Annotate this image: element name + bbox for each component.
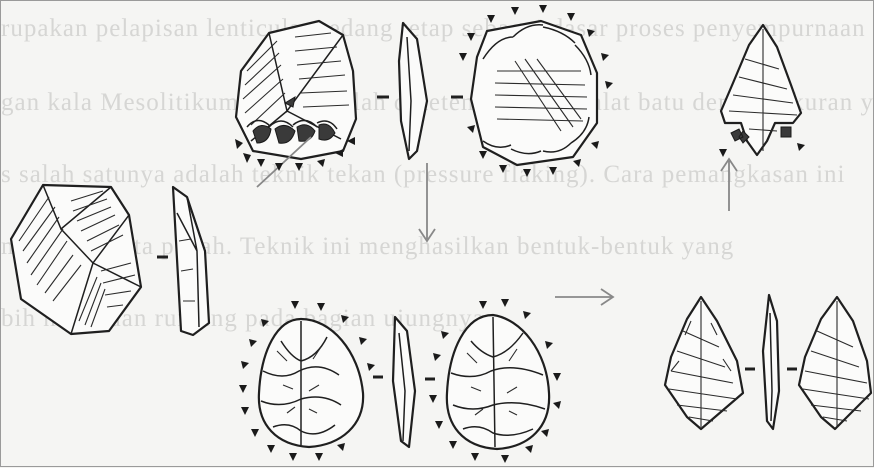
bifacial-preform-back [447, 315, 549, 449]
raw-core-side-view [173, 187, 209, 335]
trimmed-blank-back [471, 21, 597, 165]
trimmed-blank-side-view [399, 23, 427, 159]
finished-point-front [665, 297, 743, 429]
notched-arrowhead [721, 25, 801, 155]
bifacial-preform-front [259, 319, 363, 447]
finished-point-back [799, 297, 871, 429]
raw-core [11, 185, 141, 334]
bifacial-preform-side-view [393, 317, 415, 447]
process-arrow-right [555, 289, 613, 305]
finished-point-side-view [763, 295, 779, 429]
process-arrow-up [721, 159, 737, 211]
process-arrow-down [419, 163, 435, 241]
trimmed-blank-front [236, 21, 356, 159]
